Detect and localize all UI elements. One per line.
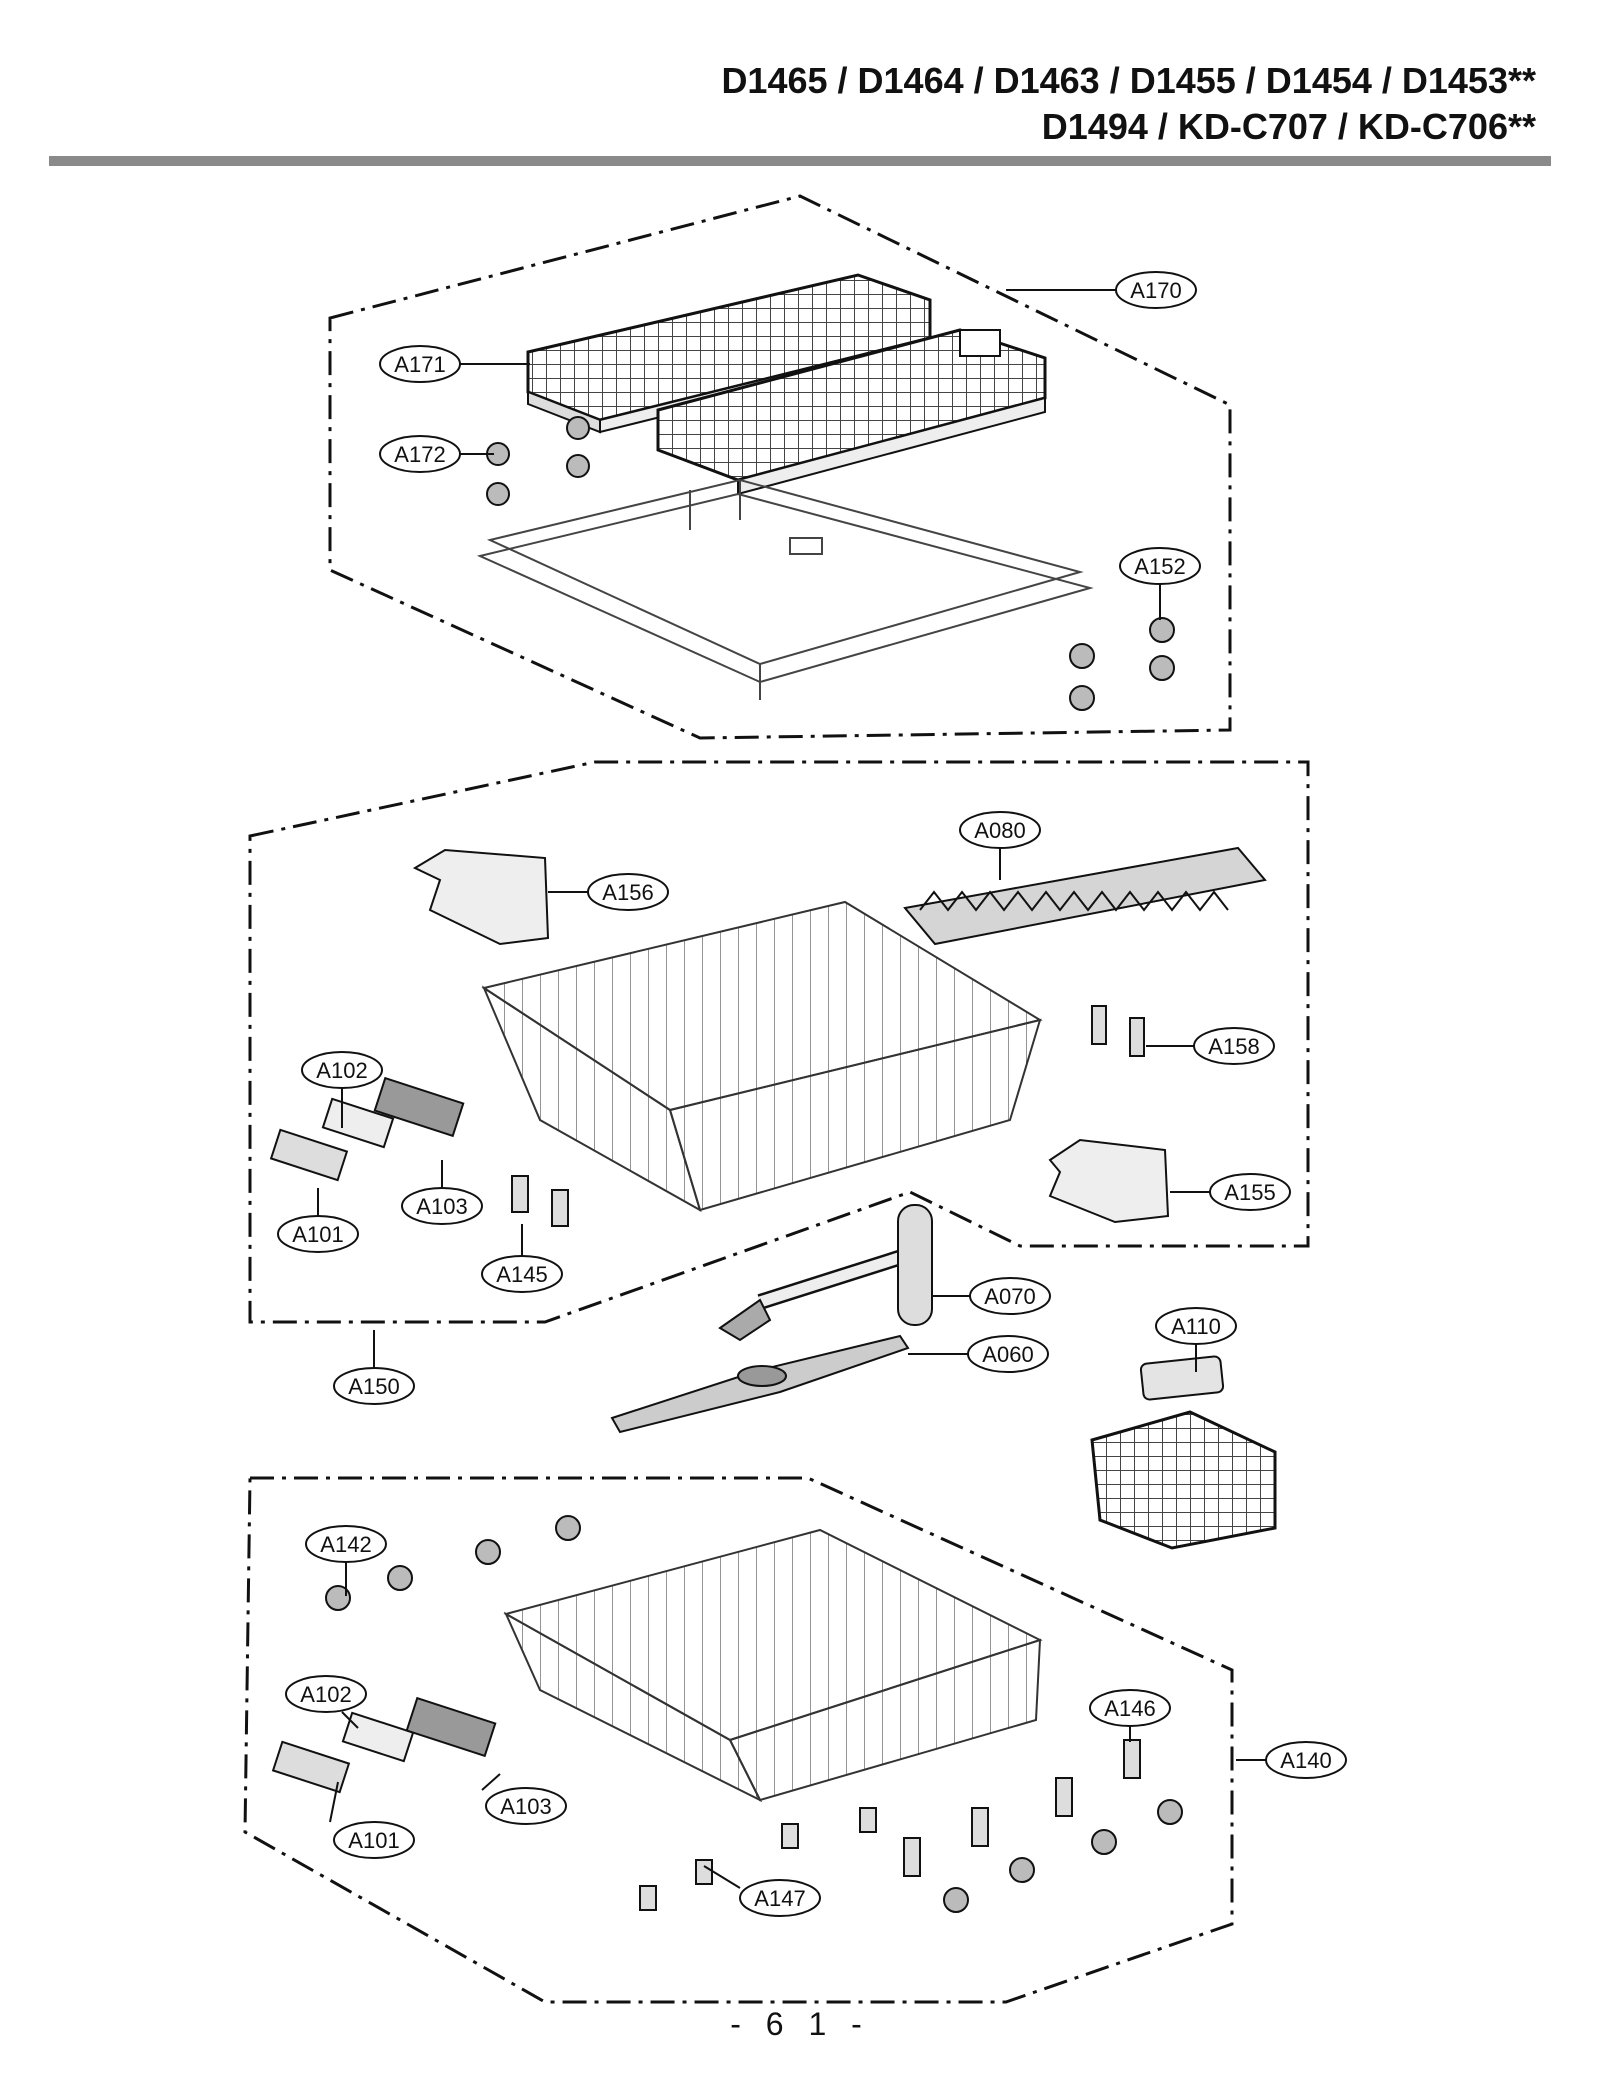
svg-text:A102: A102 [300,1682,351,1707]
callout-a101-lower: A101 [333,1821,415,1859]
callout-a147: A147 [739,1879,821,1917]
callout-a156: A156 [587,873,669,911]
callout-a172: A172 [379,435,461,473]
lower-rack-wheels [325,1515,1183,1913]
svg-text:A070: A070 [984,1284,1035,1309]
tray-rollers [486,416,590,506]
callout-a142: A142 [305,1525,387,1563]
spray-arm-pipe [718,1204,933,1342]
callout-a110: A110 [1155,1307,1237,1345]
lower-rack-clips [639,1739,1141,1911]
callout-a101-middle: A101 [277,1215,359,1253]
svg-text:A146: A146 [1104,1696,1155,1721]
lower-rack-group-outline [243,1476,1234,2004]
svg-text:A170: A170 [1130,278,1181,303]
callout-a152: A152 [1119,547,1201,585]
handle-cover-lower [341,1711,415,1763]
model-list-line-2: D1494 / KD-C707 / KD-C706** [1041,106,1536,147]
handle-upper [269,1128,349,1182]
page-number: - 6 1 - [730,2006,870,2042]
callout-a158: A158 [1193,1027,1275,1065]
callout-a146: A146 [1089,1689,1171,1727]
upper-rack-wheels [1069,617,1175,711]
rack-stoppers [511,1175,569,1227]
svg-text:A101: A101 [292,1222,343,1247]
svg-text:A101: A101 [348,1828,399,1853]
lower-dish-rack [503,1528,1043,1803]
callout-a155: A155 [1209,1173,1291,1211]
rack-adjuster-left [412,848,550,946]
callout-a103-lower: A103 [485,1787,567,1825]
svg-text:A171: A171 [394,352,445,377]
callout-a102-middle: A102 [301,1051,383,1089]
callout-a150: A150 [333,1367,415,1405]
callout-a170: A170 [1115,271,1197,309]
svg-text:A142: A142 [320,1532,371,1557]
svg-text:A145: A145 [496,1262,547,1287]
upper-rack-group-outline [328,194,1232,740]
svg-text:A080: A080 [974,818,1025,843]
folding-tine-rack [903,846,1267,946]
model-list-line-1: D1465 / D1464 / D1463 / D1455 / D1454 / … [721,60,1536,101]
callouts: A170 A171 A172 A152 A080 A156 A158 A102 … [277,271,1347,1917]
model-header: D1465 / D1464 / D1463 / D1455 / D1454 / … [721,58,1536,150]
handle-bracket-upper [373,1076,465,1138]
callout-a145: A145 [481,1255,563,1293]
svg-text:A155: A155 [1224,1180,1275,1205]
svg-text:A158: A158 [1208,1034,1259,1059]
svg-text:A147: A147 [754,1886,805,1911]
cutlery-tray-right [656,328,1047,496]
callout-a070: A070 [969,1277,1051,1315]
callout-a080: A080 [959,811,1041,849]
handle-bracket-lower [405,1696,497,1758]
leader-lines [317,289,1266,1889]
svg-text:A110: A110 [1171,1314,1221,1339]
svg-text:A172: A172 [394,442,445,467]
upper-dish-rack [481,900,1043,1213]
handle-cover-upper [321,1097,395,1149]
callout-a171: A171 [379,345,461,383]
callout-a102-lower: A102 [285,1675,367,1713]
header-rule [49,156,1551,166]
handle-lower [271,1740,351,1794]
callout-a060: A060 [967,1335,1049,1373]
svg-text:A152: A152 [1134,554,1185,579]
middle-rack-group-outline [248,760,1310,1324]
cutlery-basket [1090,1355,1277,1550]
rack-adjuster-right [1048,1138,1170,1224]
svg-text:A103: A103 [416,1194,467,1219]
spray-arm-hub [737,1365,787,1387]
callout-a140: A140 [1265,1741,1347,1779]
rack-clips [1091,1005,1145,1057]
callout-a103-middle: A103 [401,1187,483,1225]
svg-text:A060: A060 [982,1342,1033,1367]
svg-text:A103: A103 [500,1794,551,1819]
svg-text:A102: A102 [316,1058,367,1083]
svg-text:A140: A140 [1280,1748,1331,1773]
svg-text:A156: A156 [602,880,653,905]
upper-rack-frame [476,478,1094,700]
svg-text:A150: A150 [348,1374,399,1399]
